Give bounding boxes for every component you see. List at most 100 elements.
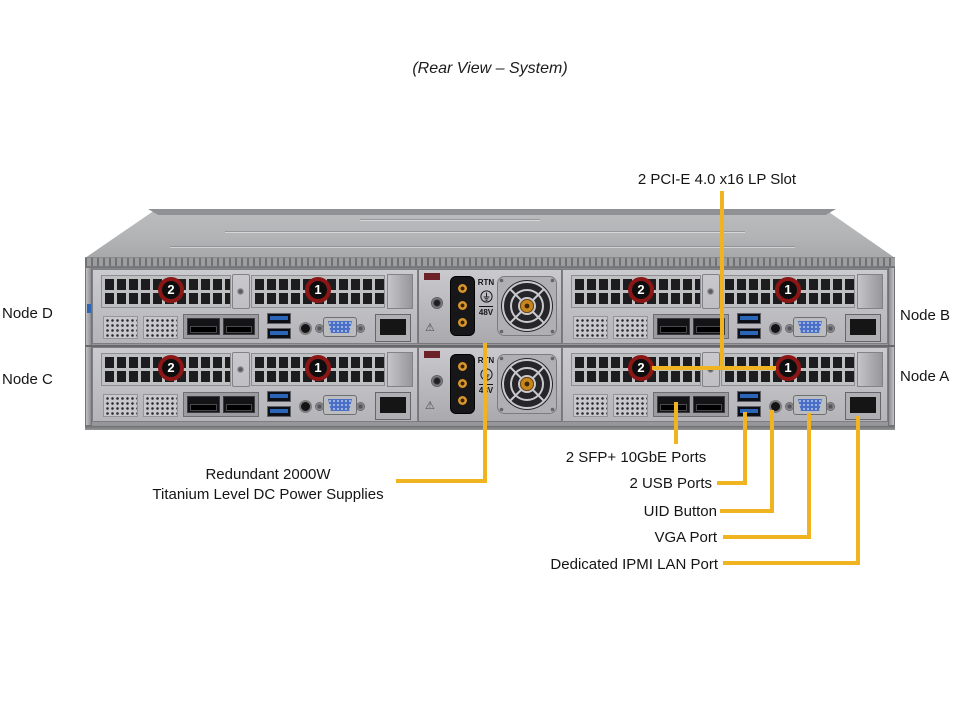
slot-2-badge: 2 — [628, 355, 654, 381]
callout-pcie-slot: 2 PCI-E 4.0 x16 LP Slot — [637, 171, 797, 188]
sfp-cage — [222, 318, 255, 335]
dc-pin — [458, 318, 467, 327]
screw-hole — [431, 297, 443, 309]
48v-label: 48V — [478, 306, 494, 317]
node-module-d: 2 1 — [92, 269, 418, 344]
psu-sticker — [424, 273, 440, 280]
latch — [702, 274, 720, 309]
vga-screw — [826, 324, 835, 333]
callout-usb: 2 USB Ports — [629, 475, 712, 492]
rail-clip — [87, 304, 91, 313]
ground-icon — [479, 290, 493, 303]
vent-perforation — [573, 394, 608, 417]
sfp-cage — [657, 396, 690, 413]
dc-pin — [458, 362, 467, 371]
rtn-label: RTN — [477, 356, 495, 365]
uid-button — [769, 400, 782, 413]
psu-label-column: RTN 48V — [475, 278, 497, 317]
bracket — [387, 352, 413, 387]
vent-perforation — [613, 394, 648, 417]
ipmi-lan-port — [845, 392, 881, 420]
dc-power-connector — [450, 276, 475, 336]
vga-connector — [328, 399, 352, 411]
usb-port — [267, 391, 291, 402]
usb-port — [267, 313, 291, 324]
bracket — [857, 274, 883, 309]
uid-button — [299, 322, 312, 335]
vent-perforation — [143, 316, 178, 339]
uid-button — [769, 322, 782, 335]
vga-screw — [826, 402, 835, 411]
screw-hole — [431, 375, 443, 387]
sfp-ports — [183, 314, 259, 339]
vga-connector — [798, 321, 822, 333]
bracket — [387, 274, 413, 309]
sfp-cage — [222, 396, 255, 413]
warning-icon: ⚠ — [425, 400, 435, 412]
row-divider — [85, 345, 895, 347]
psu-sticker — [424, 351, 440, 358]
vent-perforation — [613, 316, 648, 339]
callout-uid: UID Button — [643, 503, 717, 520]
slot-2-badge: 2 — [158, 355, 184, 381]
callout-psu-line2: Titanium Level DC Power Supplies — [152, 486, 384, 503]
sfp-cage — [187, 396, 220, 413]
node-module-c: 2 1 — [92, 347, 418, 422]
callout-sfp: 2 SFP+ 10GbE Ports — [565, 449, 707, 466]
vga-port — [785, 317, 835, 337]
vga-connector — [798, 399, 822, 411]
sfp-cage — [692, 396, 725, 413]
ipmi-lan-port — [375, 314, 411, 342]
vga-screw — [356, 402, 365, 411]
dc-power-connector — [450, 354, 475, 414]
vent-perforation — [143, 394, 178, 417]
bracket — [857, 352, 883, 387]
slot-1-badge: 1 — [775, 277, 801, 303]
callout-vga: VGA Port — [654, 529, 717, 546]
dc-pin — [458, 301, 467, 310]
48v-label: 48V — [478, 384, 494, 395]
node-c-label: Node C — [2, 371, 53, 388]
ipmi-leader — [723, 416, 860, 565]
lid-seam — [170, 246, 795, 248]
rtn-label: RTN — [477, 278, 495, 287]
vga-port — [315, 395, 365, 415]
rear-panel: 2 1 — [85, 267, 895, 426]
vga-connector — [328, 321, 352, 333]
chassis-vent-strip — [85, 257, 895, 267]
node-d-label: Node D — [2, 305, 53, 322]
power-supply-bottom: RTN 48V — [418, 347, 562, 422]
usb-port — [737, 313, 761, 324]
vent-perforation — [573, 316, 608, 339]
lid-seam — [360, 219, 540, 221]
chassis-lid — [85, 210, 895, 258]
callout-psu-line1: Redundant 2000W — [205, 466, 331, 483]
sfp-ports — [653, 392, 729, 417]
slot-1-badge: 1 — [305, 277, 331, 303]
vga-leader — [723, 413, 811, 539]
node-b-label: Node B — [900, 307, 951, 324]
latch — [232, 274, 250, 309]
psu-fan — [497, 276, 557, 336]
psu-label-column: RTN 48V — [475, 356, 497, 395]
vent-perforation — [103, 316, 138, 339]
usb-port — [737, 391, 761, 402]
usb-ports — [737, 313, 761, 340]
vent-perforation — [103, 394, 138, 417]
vga-screw — [356, 324, 365, 333]
figure-title: (Rear View – System) — [412, 60, 568, 77]
lid-seam — [225, 231, 745, 233]
slot-2-badge: 2 — [628, 277, 654, 303]
sfp-ports — [653, 314, 729, 339]
sfp-cage — [692, 318, 725, 335]
warning-icon: ⚠ — [425, 322, 435, 334]
ground-icon — [479, 368, 493, 381]
power-supply-top: RTN 48V — [418, 269, 562, 344]
sfp-cage — [187, 318, 220, 335]
usb-port — [737, 406, 761, 417]
dc-pin — [458, 284, 467, 293]
vga-port — [315, 317, 365, 337]
usb-port — [737, 328, 761, 339]
node-a-label: Node A — [900, 368, 950, 385]
